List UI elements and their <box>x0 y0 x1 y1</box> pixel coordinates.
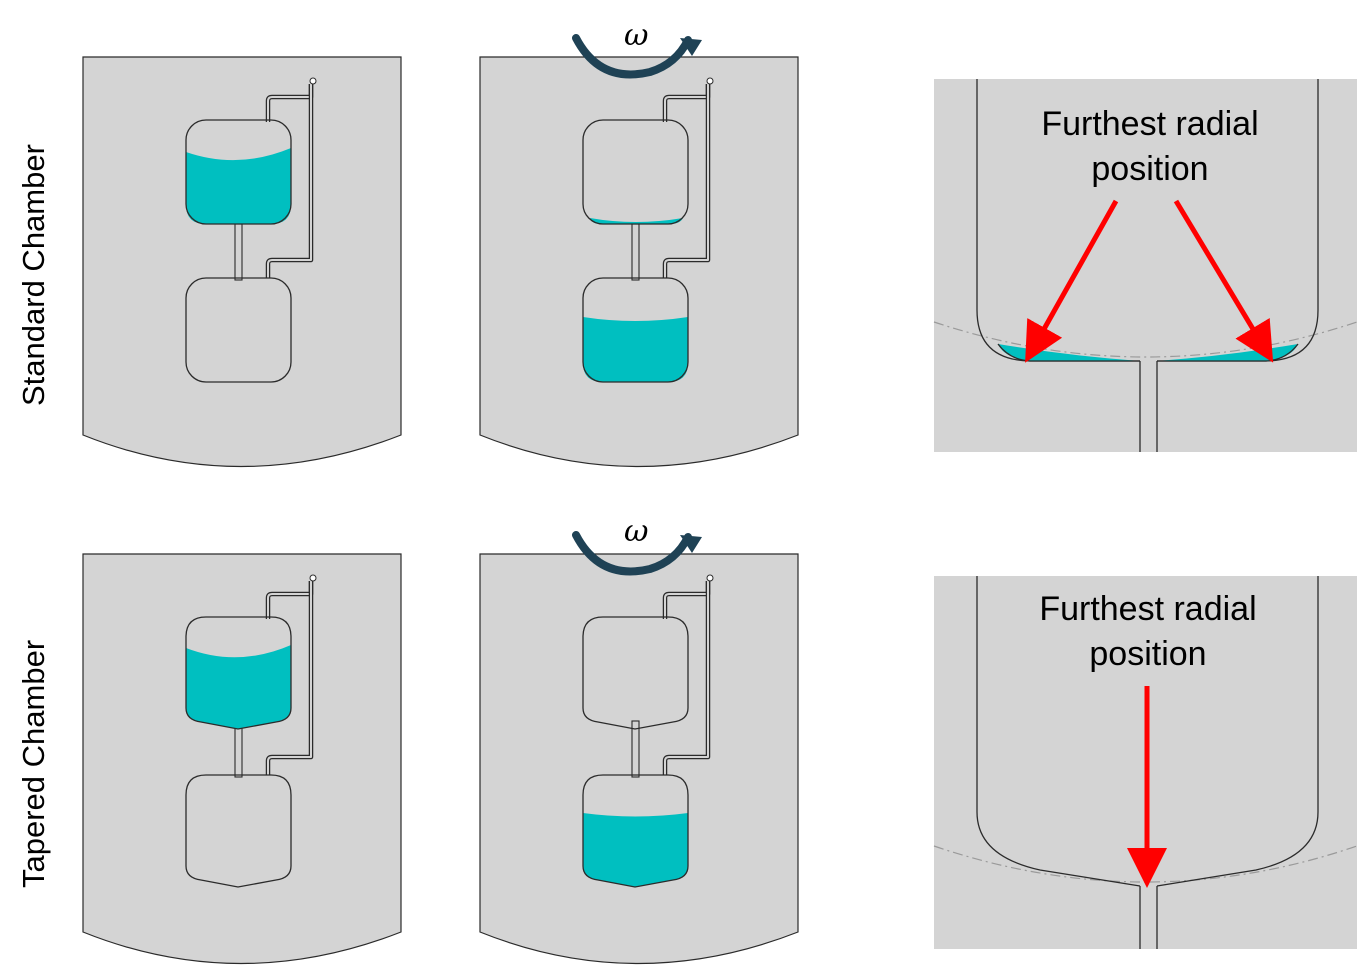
connecting-channel <box>631 720 640 778</box>
callout-line2: position <box>1089 635 1207 673</box>
vent-channel-inner <box>664 581 709 619</box>
callout-standard: Furthest radial position <box>1000 102 1300 192</box>
row-label-tapered: Tapered Chamber <box>16 639 51 888</box>
callout-line1: Furthest radial <box>1039 590 1257 628</box>
upper-chamber <box>582 119 689 225</box>
arrow-left <box>1025 199 1119 363</box>
outlet-channel <box>1139 886 1158 949</box>
radius-arc <box>933 321 1357 358</box>
connecting-channel <box>234 223 243 281</box>
standard-static-panel <box>82 56 402 468</box>
fluid <box>186 148 291 224</box>
chamber-outline <box>976 576 1319 887</box>
omega-label-bottom: ω <box>624 514 649 549</box>
vent-channel-inner <box>664 84 709 122</box>
rotation-arrow-icon <box>572 531 702 576</box>
vent-channel-inner <box>267 581 312 775</box>
upper-chamber <box>185 616 292 730</box>
rotation-arrow-icon <box>572 34 702 79</box>
fluid <box>186 645 291 729</box>
callout-line2: position <box>1091 150 1209 188</box>
lower-chamber <box>582 774 689 888</box>
vent-channel <box>265 77 317 278</box>
vent-channel-inner <box>664 84 709 278</box>
standard-zoom-panel <box>933 79 1357 452</box>
fluid <box>583 813 688 887</box>
vent-channel-inner <box>267 581 312 619</box>
vent-channel-inner <box>267 84 312 122</box>
tapered-zoom-panel <box>933 576 1357 949</box>
omega-label-top: ω <box>624 18 649 53</box>
connecting-channel <box>631 223 640 281</box>
vent-channel <box>662 574 714 775</box>
arrow-right <box>1173 199 1274 363</box>
vent-channel <box>662 77 714 278</box>
fluid <box>583 317 688 382</box>
zoom-background <box>934 79 1357 452</box>
lower-chamber <box>582 277 689 383</box>
tapered-static-panel <box>82 553 402 965</box>
outlet-channel <box>1139 361 1158 452</box>
lower-chamber <box>185 774 292 888</box>
row-label-standard: Standard Chamber <box>16 144 51 406</box>
lower-chamber <box>185 277 292 383</box>
tapered-spun-panel <box>479 531 799 965</box>
standard-spun-panel <box>479 34 799 468</box>
vent-channel <box>265 574 317 775</box>
upper-chamber <box>582 616 689 730</box>
callout-line1: Furthest radial <box>1041 105 1259 143</box>
residual-fluid <box>590 218 683 224</box>
upper-chamber <box>185 119 292 225</box>
callout-tapered: Furthest radial position <box>998 587 1298 677</box>
vent-channel-inner <box>664 581 709 775</box>
vent-channel-inner <box>267 84 312 278</box>
